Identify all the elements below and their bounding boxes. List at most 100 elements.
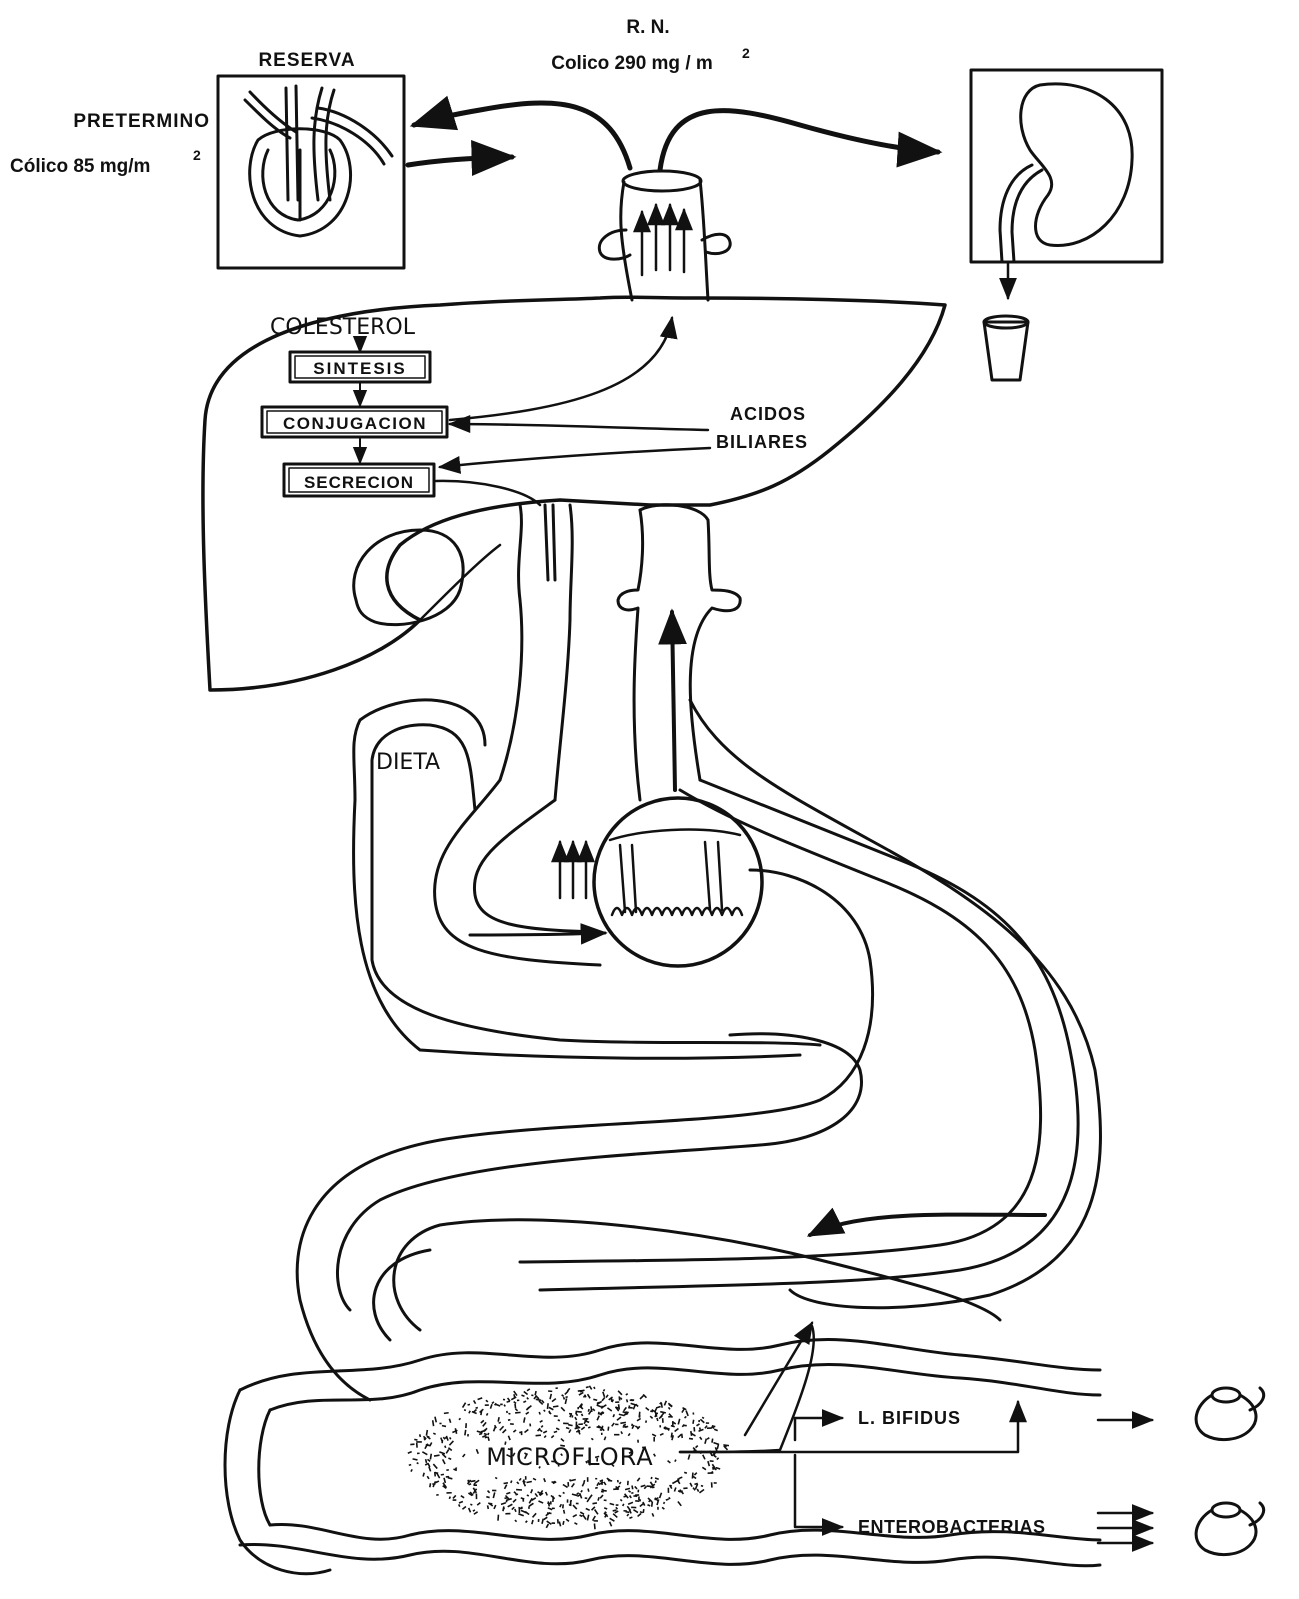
microflora-speck — [651, 1477, 652, 1479]
microflora-speck — [678, 1434, 682, 1437]
microflora-speck — [599, 1412, 603, 1415]
microflora-speck — [584, 1480, 585, 1482]
microflora-speck — [430, 1483, 431, 1487]
microflora-speck — [546, 1492, 548, 1496]
microflora-speck — [664, 1401, 666, 1406]
microflora-speck — [443, 1459, 445, 1464]
microflora-speck — [486, 1400, 488, 1402]
microflora-speck — [422, 1452, 427, 1455]
microflora-speck — [669, 1404, 672, 1407]
microflora-speck — [469, 1508, 471, 1512]
hepatic-vein-flow-arrows — [642, 205, 684, 275]
microflora-speck — [475, 1480, 479, 1483]
microflora-speck — [588, 1409, 589, 1412]
microflora-speck — [534, 1397, 536, 1399]
microflora-speck — [660, 1434, 663, 1436]
microflora-speck — [603, 1392, 605, 1397]
microflora-speck — [498, 1417, 499, 1421]
microflora-speck — [424, 1438, 425, 1440]
microflora-speck — [445, 1446, 446, 1448]
dieta-label: DIETA — [376, 750, 440, 775]
microflora-speck — [515, 1404, 516, 1409]
microflora-speck — [678, 1419, 679, 1425]
microflora-speck — [518, 1514, 523, 1516]
acidos-to-conjugacion-arrow — [450, 424, 708, 430]
microflora-speck — [697, 1489, 698, 1492]
microflora-speck — [659, 1416, 662, 1419]
microflora-speck — [700, 1437, 702, 1440]
microflora-speck — [632, 1486, 633, 1490]
microflora-speck — [630, 1495, 632, 1497]
microflora-speck — [682, 1425, 684, 1427]
microflora-speck — [511, 1397, 516, 1400]
microflora-speck — [571, 1500, 572, 1502]
microflora-speck — [581, 1490, 582, 1492]
microflora-speck — [427, 1476, 429, 1479]
microflora-speck — [461, 1496, 464, 1498]
microflora-speck — [573, 1515, 577, 1517]
microflora-speck — [629, 1405, 630, 1408]
portal-vein-illustration — [618, 505, 740, 800]
microflora-speck — [470, 1504, 472, 1505]
microflora-speck — [580, 1493, 582, 1498]
microflora-speck — [660, 1493, 662, 1498]
microflora-speck — [628, 1433, 630, 1435]
microflora-speck — [476, 1449, 478, 1454]
microflora-speck — [589, 1386, 591, 1390]
kidney-illustration — [1000, 84, 1132, 262]
microflora-speck — [433, 1433, 435, 1434]
microflora-speck — [668, 1461, 671, 1463]
microflora-speck — [664, 1502, 665, 1504]
microflora-speck — [610, 1504, 614, 1505]
microflora-speck — [613, 1414, 614, 1417]
vein-to-kidney-arrow — [660, 111, 938, 170]
microflora-speck — [699, 1490, 704, 1493]
microflora-speck — [640, 1512, 642, 1513]
microflora-speck — [413, 1459, 418, 1460]
microflora-speck — [624, 1496, 627, 1497]
microflora-speck — [591, 1438, 593, 1439]
microflora-speck — [570, 1479, 571, 1481]
microflora-speck — [672, 1481, 677, 1484]
microflora-speck — [638, 1513, 641, 1516]
microflora-speck — [519, 1478, 521, 1480]
microflora-speck — [464, 1410, 466, 1411]
microflora-speck — [618, 1391, 622, 1395]
microflora-speck — [684, 1472, 687, 1473]
microflora-speck — [623, 1424, 626, 1425]
microflora-speck — [442, 1426, 446, 1427]
microflora-speck — [708, 1461, 709, 1466]
microflora-speck — [544, 1517, 548, 1519]
microflora-speck — [597, 1416, 599, 1421]
microflora-speck — [678, 1491, 681, 1492]
microflora-speck — [425, 1464, 428, 1465]
sintesis-label: SINTESIS — [313, 359, 406, 378]
microflora-speck — [501, 1503, 506, 1505]
microflora-speck — [543, 1431, 547, 1433]
conjugacion-label: CONJUGACION — [283, 414, 427, 433]
colesterol-label: COLESTEROL — [270, 315, 416, 340]
microflora-speck — [481, 1420, 484, 1423]
microflora-speck — [595, 1509, 598, 1514]
microflora-speck — [580, 1512, 584, 1514]
microflora-speck — [604, 1508, 607, 1509]
microflora-speck — [688, 1454, 689, 1459]
absorption-arrows — [560, 842, 586, 898]
microflora-speck — [588, 1394, 591, 1398]
microflora-speck — [627, 1399, 628, 1402]
microflora-speck — [441, 1474, 444, 1475]
microflora-speck — [430, 1454, 431, 1460]
microflora-speck — [616, 1507, 618, 1509]
microflora-speck — [527, 1481, 532, 1482]
microflora-speck — [671, 1433, 672, 1438]
microflora-speck — [542, 1400, 544, 1403]
microflora-speck — [705, 1426, 707, 1429]
microflora-speck — [566, 1428, 569, 1429]
microflora-speck — [508, 1504, 513, 1507]
microflora-speck — [476, 1408, 478, 1409]
microflora-label: MICROFLORA — [486, 1443, 653, 1471]
microflora-speck — [544, 1478, 545, 1482]
microflora-speck — [564, 1397, 565, 1399]
microflora-speck — [505, 1485, 507, 1489]
microflora-speck — [619, 1404, 620, 1409]
